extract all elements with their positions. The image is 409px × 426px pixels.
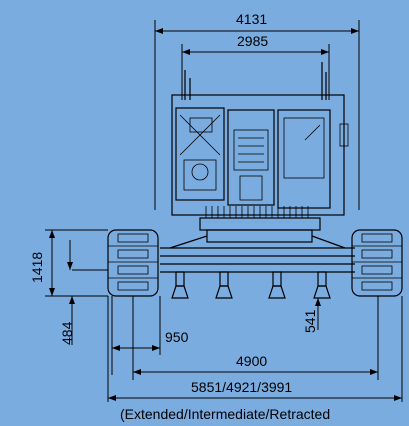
dimension-4900: 4900 bbox=[132, 296, 379, 380]
right-crawler-track bbox=[351, 229, 403, 297]
carbody bbox=[160, 217, 355, 299]
dim-label-484: 484 bbox=[59, 321, 75, 345]
dim-label-4131: 4131 bbox=[236, 11, 267, 27]
dim-label-track-widths: 5851/4921/3991 bbox=[191, 379, 292, 395]
dim-label-1418: 1418 bbox=[29, 252, 45, 283]
dim-label-950: 950 bbox=[165, 329, 189, 345]
dimension-4131: 4131 bbox=[154, 11, 360, 210]
crane-upper-body bbox=[171, 62, 349, 218]
dimension-484: 484 bbox=[59, 269, 108, 345]
dimension-1418: 1418 bbox=[29, 229, 108, 297]
dimension-2985: 2985 bbox=[181, 33, 330, 100]
left-crawler-track bbox=[107, 229, 159, 297]
jacks bbox=[171, 271, 331, 299]
dim-label-541: 541 bbox=[302, 309, 318, 333]
dimension-950: 950 bbox=[111, 296, 189, 375]
track-note-label: (Extended/Intermediate/Retracted bbox=[120, 406, 330, 422]
dim-label-2985: 2985 bbox=[237, 33, 268, 49]
dimension-track-widths: 5851/4921/3991 (Extended/Intermediate/Re… bbox=[107, 296, 403, 422]
grille bbox=[205, 206, 309, 218]
dimension-541: 541 bbox=[302, 271, 340, 333]
dim-label-4900: 4900 bbox=[236, 353, 267, 369]
